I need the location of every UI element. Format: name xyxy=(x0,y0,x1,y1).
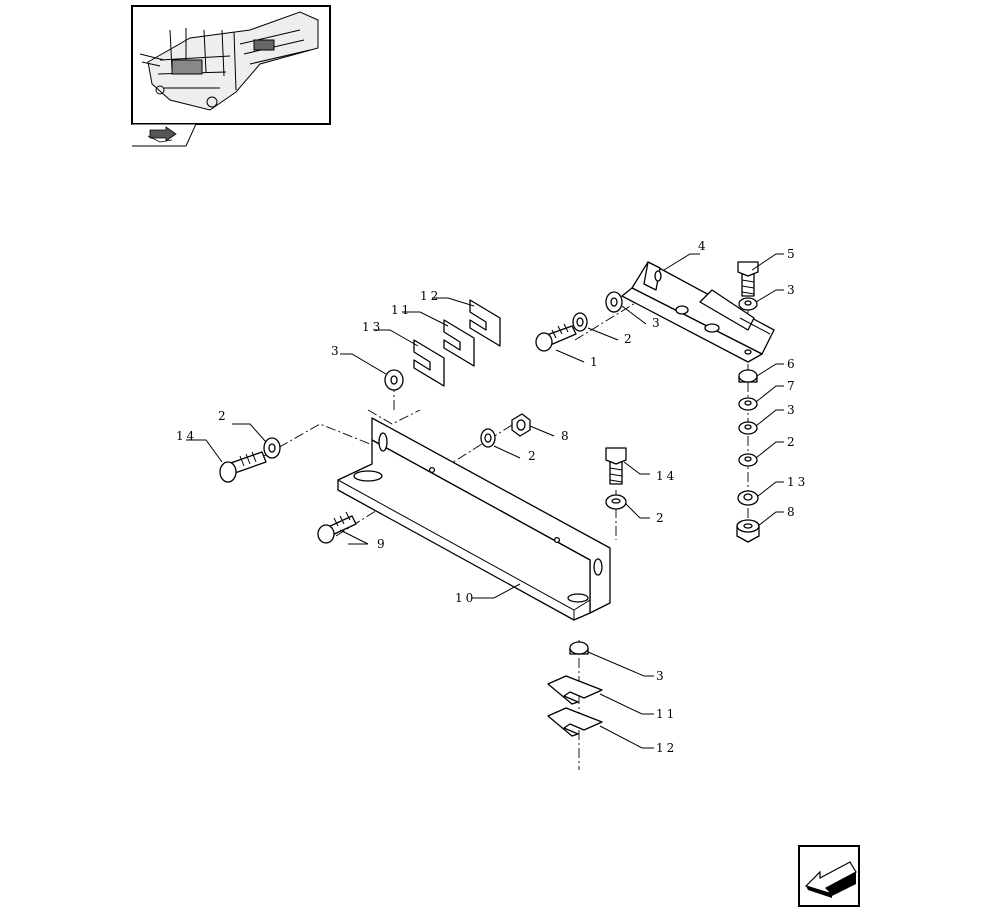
washer-part-3-shim[interactable] xyxy=(384,369,404,391)
nut-part-8-center[interactable] xyxy=(511,413,531,437)
washer-part-2-center[interactable] xyxy=(480,428,496,448)
callout-3: 3 xyxy=(787,283,798,297)
callout-4: 4 xyxy=(698,239,709,253)
washer-part-3-top[interactable] xyxy=(738,297,758,311)
bolt-part-14-right[interactable] xyxy=(605,447,627,485)
callout-1: 1 xyxy=(590,355,601,369)
washer-part-3-upper[interactable] xyxy=(605,291,623,313)
washer-part-2-upper[interactable] xyxy=(572,312,588,332)
shim-part-12-upper[interactable] xyxy=(469,299,501,347)
callout-8: 8 xyxy=(787,505,798,519)
washer-part-3-stack[interactable] xyxy=(738,421,758,435)
callout-7: 7 xyxy=(787,379,798,393)
callout-14: 14 xyxy=(656,469,677,483)
washer-part-3-bottom[interactable] xyxy=(569,641,589,655)
callout-9: 9 xyxy=(377,537,388,551)
next-page-arrow-icon[interactable] xyxy=(798,845,860,907)
bolt-part-9[interactable] xyxy=(317,511,357,544)
callout-3: 3 xyxy=(787,403,798,417)
callout-leader-lines xyxy=(186,253,784,749)
callout-12: 12 xyxy=(420,289,441,303)
angle-bracket-part-10[interactable] xyxy=(337,417,611,621)
callout-13: 13 xyxy=(362,320,383,334)
shim-part-12-lower[interactable] xyxy=(547,707,603,737)
washer-part-2-stack[interactable] xyxy=(738,453,758,467)
callout-8: 8 xyxy=(561,429,572,443)
callout-3: 3 xyxy=(652,316,663,330)
bolt-part-1[interactable] xyxy=(535,323,577,352)
washer-part-2-left[interactable] xyxy=(263,437,281,459)
callout-12: 12 xyxy=(656,741,677,755)
callout-11: 11 xyxy=(656,707,677,721)
shim-part-13-upper[interactable] xyxy=(413,339,445,387)
book-arrow-icon[interactable] xyxy=(132,123,197,147)
shim-part-11-lower[interactable] xyxy=(547,675,603,705)
callout-10: 10 xyxy=(455,591,476,605)
callout-13: 13 xyxy=(787,475,808,489)
nut-part-8-stack[interactable] xyxy=(736,519,760,543)
triangular-bracket-part-4[interactable] xyxy=(621,261,775,363)
callout-2: 2 xyxy=(787,435,798,449)
tractor-frame-thumbnail[interactable] xyxy=(131,5,331,125)
washer-part-7[interactable] xyxy=(738,397,758,411)
washer-part-2-right[interactable] xyxy=(605,494,627,510)
bolt-part-5[interactable] xyxy=(737,261,759,297)
callout-3: 3 xyxy=(331,344,342,358)
callout-2: 2 xyxy=(624,332,635,346)
callout-5: 5 xyxy=(787,247,798,261)
callout-6: 6 xyxy=(787,357,798,371)
callout-11: 11 xyxy=(391,303,412,317)
callout-2: 2 xyxy=(656,511,667,525)
callout-2: 2 xyxy=(218,409,229,423)
washer-part-13[interactable] xyxy=(737,490,759,506)
callout-14: 14 xyxy=(176,429,197,443)
callout-3: 3 xyxy=(656,669,667,683)
shim-part-11-upper[interactable] xyxy=(443,319,475,367)
bolt-part-14-left[interactable] xyxy=(219,451,267,483)
callout-labels: 14 2 3 13 11 12 9 10 2 8 1 2 3 4 5 3 6 7… xyxy=(176,239,808,755)
callout-2: 2 xyxy=(528,449,539,463)
spacer-part-6[interactable] xyxy=(738,369,758,383)
